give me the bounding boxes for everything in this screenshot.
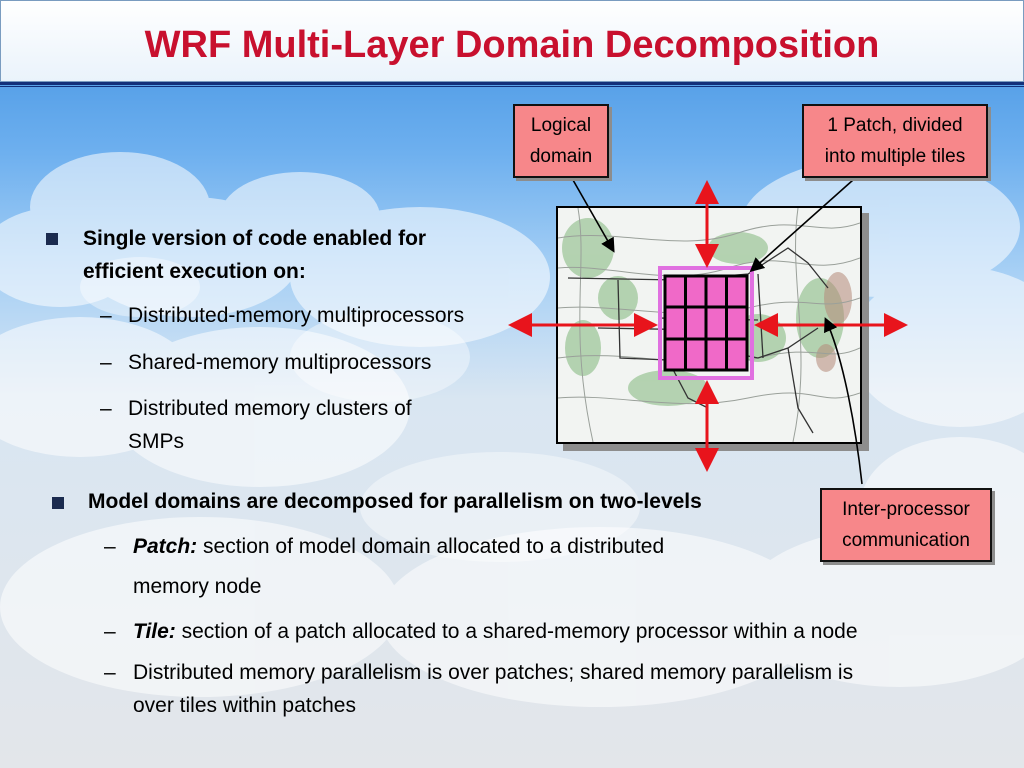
- patch-tiles-label: 1 Patch, divided into multiple tiles: [824, 115, 966, 167]
- pointer-line: [749, 179, 854, 273]
- section2-heading: Model domains are decomposed for paralle…: [88, 490, 702, 513]
- title-bar: [0, 0, 1024, 82]
- logical-domain-label: Logical domain: [529, 115, 593, 167]
- logical-domain-callout: Logical domain: [513, 104, 609, 178]
- dash-bullet: –: [104, 535, 116, 558]
- patch-outline: [658, 266, 754, 380]
- inter-processor-callout: Inter-processor communication: [820, 488, 992, 562]
- patch-tiles-callout: 1 Patch, divided into multiple tiles: [802, 104, 988, 178]
- section1-heading-line2: efficient execution on:: [83, 260, 306, 283]
- parallelism-summary-line1: Distributed memory parallelism is over p…: [133, 661, 854, 684]
- title-rule-thin: [0, 86, 1024, 87]
- title-rule: [0, 82, 1024, 85]
- section1-item-continued: SMPs: [128, 430, 185, 453]
- dash-bullet: –: [100, 351, 112, 374]
- pointer-line: [572, 179, 615, 253]
- section1-item: Distributed memory clusters of: [128, 397, 412, 420]
- tile-text: section of a patch allocated to a shared…: [175, 620, 858, 643]
- tile-definition: Tile: section of a patch allocated to a …: [133, 615, 858, 648]
- dash-bullet: –: [100, 397, 112, 420]
- parallelism-summary-line2: over tiles within patches: [133, 694, 356, 717]
- section1-heading-line1: Single version of code enabled for: [83, 227, 427, 250]
- inter-processor-label: Inter-processor communication: [842, 499, 970, 551]
- patch-definition: Patch: section of model domain allocated…: [133, 530, 664, 563]
- dash-bullet: –: [104, 661, 116, 684]
- patch-text-continued: memory node: [133, 575, 262, 598]
- patch-text: section of model domain allocated to a d…: [197, 535, 665, 558]
- dash-bullet: –: [104, 620, 116, 643]
- section1-item: Distributed-memory multiprocessors: [128, 304, 465, 327]
- patch-term: Patch:: [133, 535, 198, 558]
- section1-item: Shared-memory multiprocessors: [128, 351, 432, 374]
- tile-grid: [663, 274, 749, 372]
- dash-bullet: –: [100, 304, 112, 327]
- pointer-line: [824, 317, 863, 485]
- square-bullet-icon: [52, 497, 64, 509]
- tile-term: Tile:: [133, 620, 176, 643]
- slide-title: WRF Multi-Layer Domain Decomposition: [144, 24, 880, 66]
- square-bullet-icon: [46, 233, 58, 245]
